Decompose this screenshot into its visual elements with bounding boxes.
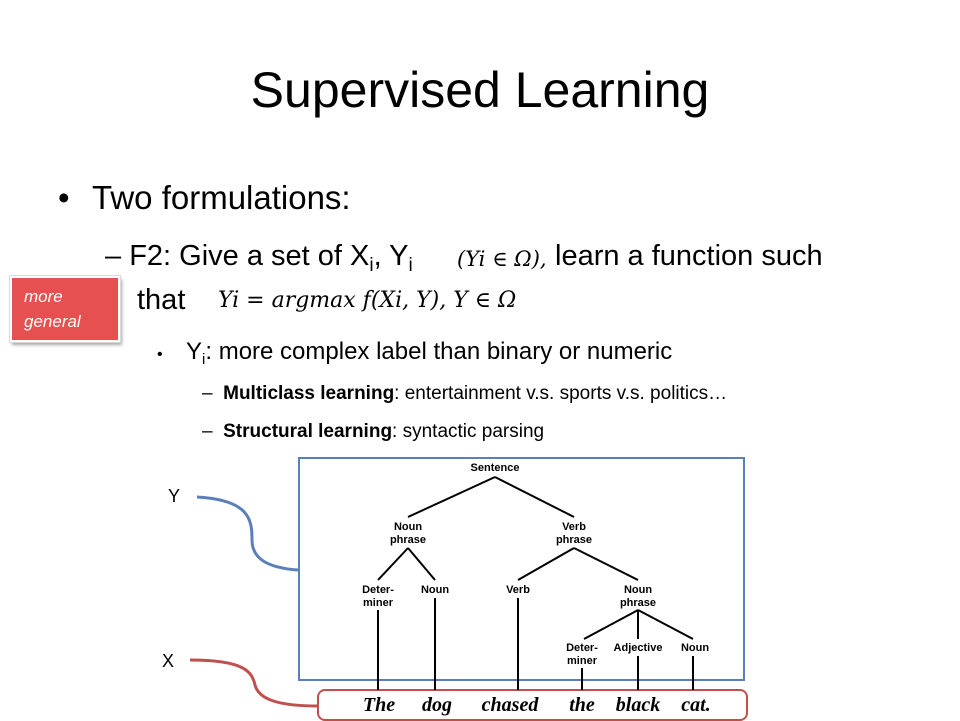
structural-bold: Structural learning [223, 421, 393, 442]
label-x: X [162, 651, 175, 671]
tree-node-np2-b: phrase [620, 597, 656, 609]
bullet-dot-icon: • [58, 179, 70, 216]
f2-inline-formula: (Yi ∈ Ω), [457, 247, 547, 271]
f2-prefix: F2: Give a set of X [129, 240, 370, 272]
tree-node-det1-b: miner [363, 597, 394, 609]
tree-node-np1-b: phrase [390, 534, 426, 546]
f2-line: – F2: Give a set of Xi, Yi [105, 239, 413, 276]
yi-sub: i [202, 351, 206, 368]
tree-node-sentence: Sentence [471, 462, 520, 474]
f2-sub-i2: i [408, 255, 413, 276]
dash-icon: – [202, 383, 224, 404]
f2-that: that [137, 284, 186, 316]
tree-node-det2-a: Deter- [566, 642, 598, 654]
tree-node-noun2: Noun [681, 642, 709, 654]
more-general-callout: more general [9, 275, 121, 343]
f2-sub-i1: i [369, 255, 374, 276]
tree-node-np1-a: Noun [394, 521, 422, 533]
callout-line-1: more [24, 287, 63, 306]
tree-node-noun1: Noun [421, 584, 449, 596]
callout-line-2: general [24, 312, 81, 331]
yi-prefix: Y [186, 338, 203, 365]
dash-icon: – [105, 240, 130, 272]
sentence-word: black [616, 694, 660, 716]
tree-edges [377, 476, 694, 690]
x-connector [189, 658, 319, 708]
bullet-text: Two formulations: [92, 179, 351, 216]
yi-text: : more complex label than binary or nume… [205, 338, 673, 365]
multiclass-rest: : entertainment v.s. sports v.s. politic… [394, 383, 728, 404]
tree-node-vp-b: phrase [556, 534, 592, 546]
sentence-word: The [363, 694, 395, 716]
tree-node-adjective: Adjective [614, 642, 663, 654]
bullet-dot-icon: • [157, 346, 163, 363]
sentence-word: the [569, 694, 595, 716]
sentence-word: chased [482, 694, 540, 716]
yi-bullet: • Yi: more complex label than binary or n… [157, 337, 672, 370]
structural-item: – Structural learning: syntactic parsing [202, 420, 544, 444]
parse-tree-box [298, 457, 745, 681]
slide-title: Supervised Learning [250, 62, 710, 118]
y-connector [196, 495, 299, 572]
tree-node-vp-a: Verb [562, 521, 586, 533]
tree-node-verb: Verb [506, 584, 530, 596]
multiclass-item: – Multiclass learning: entertainment v.s… [202, 382, 727, 406]
tree-node-det1-a: Deter- [362, 584, 394, 596]
bullet-two-formulations: • Two formulations: [58, 178, 351, 218]
multiclass-bold: Multiclass learning [223, 383, 395, 404]
tree-node-det2-b: miner [567, 655, 598, 667]
structural-rest: : syntactic parsing [392, 421, 545, 442]
sentence-word: cat. [681, 694, 710, 716]
label-y: Y [168, 486, 181, 506]
dash-icon: – [202, 421, 224, 442]
f2-main-formula: Yi = argmax f(Xi, Y), Y ∈ Ω [218, 288, 517, 313]
f2-comma: , Y [373, 240, 409, 272]
f2-suffix: learn a function such [555, 240, 823, 272]
sentence-word: dog [422, 694, 452, 716]
tree-node-np2-a: Noun [624, 584, 652, 596]
